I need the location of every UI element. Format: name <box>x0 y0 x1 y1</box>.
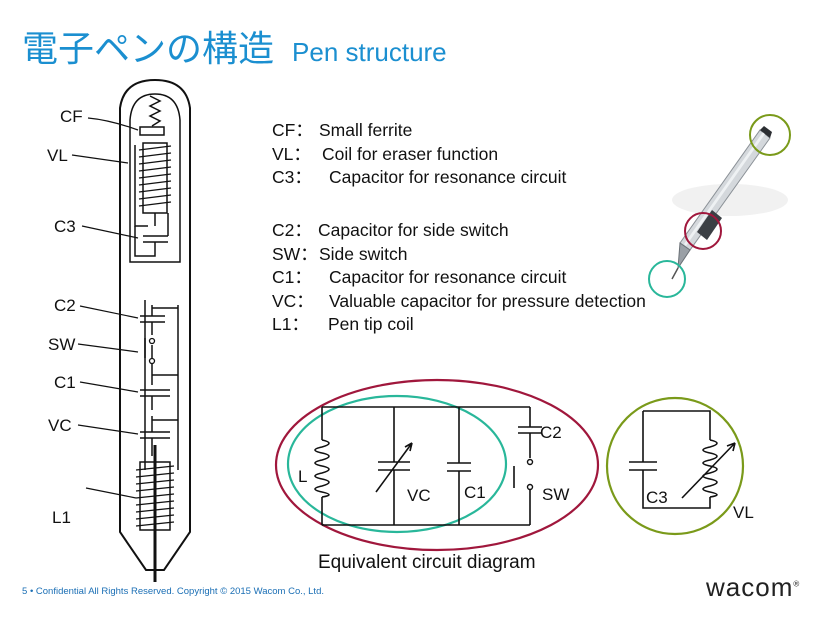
pen-label-vl: VL <box>47 146 68 165</box>
page-number: 5 <box>22 586 28 597</box>
legend-desc: Capacitor for resonance circuit <box>329 167 567 187</box>
stylus-illustration <box>648 114 791 298</box>
legend-key: SW： <box>272 243 318 264</box>
eraser-coil-windings <box>138 145 172 207</box>
legend-desc: Capacitor for resonance circuit <box>329 267 567 287</box>
switch-contact <box>526 483 534 491</box>
legend-desc: Side switch <box>319 243 408 264</box>
legend-row: C2： Capacitor for side switch <box>272 219 646 243</box>
stylus-shadow <box>672 184 788 216</box>
legend-row: VL： Coil for eraser function <box>272 143 566 167</box>
legend-desc: Pen tip coil <box>328 314 414 334</box>
coil-l <box>314 439 330 498</box>
legend-key: CF： <box>272 120 313 140</box>
circuit-label-vl: VL <box>733 503 754 522</box>
legend-desc: Valuable capacitor for pressure detectio… <box>329 290 646 311</box>
stylus-nib <box>671 267 679 280</box>
switch-contact <box>148 357 156 365</box>
leader-lines <box>71 117 139 499</box>
pen-label-c2: C2 <box>54 296 76 315</box>
pen-body-outline <box>119 78 191 571</box>
legend-key: C1： <box>272 267 312 287</box>
eraser-highlight-circle <box>749 114 791 156</box>
pen-label-cf: CF <box>60 107 83 126</box>
switch-contact <box>148 337 156 345</box>
legend-desc: Small ferrite <box>319 120 413 140</box>
vc-capacitor <box>140 416 178 456</box>
pen-label-l1: L1 <box>52 508 71 527</box>
circuit-caption: Equivalent circuit diagram <box>318 552 536 573</box>
c1-capacitor <box>140 364 178 410</box>
c3-capacitor <box>134 226 168 257</box>
legend-row: C1： Capacitor for resonance circuit <box>272 266 646 290</box>
outer-circuit-ellipse <box>274 378 600 552</box>
pen-upper-chamber <box>129 93 181 263</box>
legend-group-1: CF： Small ferrite VL： Coil for eraser func… <box>272 119 566 190</box>
title-english: Pen structure <box>292 37 447 67</box>
stylus-eraser <box>760 126 772 138</box>
lower-wiring <box>144 300 179 470</box>
legend-key: C3： <box>272 167 312 187</box>
wacom-logo: wacom® <box>706 572 800 603</box>
circuit-label-vc: VC <box>407 486 431 505</box>
stylus-highlight <box>684 132 765 246</box>
main-circuit-wires <box>321 406 542 526</box>
pen-label-vc: VC <box>48 416 72 435</box>
pen-label-c3: C3 <box>54 217 76 236</box>
legend-row: C3： Capacitor for resonance circuit <box>272 166 566 190</box>
circuit-label-c1: C1 <box>464 483 486 502</box>
eraser-circuit-circle <box>605 396 745 536</box>
pen-label-sw: SW <box>48 335 75 354</box>
circuit-label-c2: C2 <box>540 423 562 442</box>
ferrite-core <box>139 126 165 136</box>
legend-desc: Capacitor for side switch <box>318 220 509 240</box>
slide-footer: 5 • Confidential All Rights Reserved. Co… <box>22 586 324 597</box>
tip-highlight-circle <box>648 260 686 298</box>
ferrite-spring <box>148 95 162 127</box>
circuit-label-l: L <box>298 467 307 486</box>
circuit-label-c3: C3 <box>646 488 668 507</box>
legend-key: VL： <box>272 143 311 164</box>
legend-row: CF： Small ferrite <box>272 119 566 143</box>
copyright-text: Confidential All Rights Reserved. Copyri… <box>35 586 324 597</box>
pen-label-c1: C1 <box>54 373 76 392</box>
switch-highlight-circle <box>684 212 722 250</box>
legend-desc: Coil for eraser function <box>322 143 499 164</box>
title-japanese: 電子ペンの構造 <box>22 29 275 70</box>
logo-mark: ® <box>793 579 801 589</box>
legend-row: L1： Pen tip coil <box>272 313 646 337</box>
legend-key: L1： <box>272 314 309 334</box>
slide-title: 電子ペンの構造 Pen structure <box>22 20 447 72</box>
legend-row: VC： Valuable capacitor for pressure detec… <box>272 290 646 314</box>
eraser-circuit-wires <box>629 410 736 509</box>
c2-capacitor <box>140 305 178 335</box>
legend-key: VC： <box>272 290 314 311</box>
pen-cross-section <box>71 78 191 582</box>
inner-circuit-ellipse <box>286 394 508 534</box>
side-switch <box>144 338 153 358</box>
legend-row: SW：Side switch <box>272 243 646 267</box>
switch-contact <box>526 458 534 466</box>
legend-group-2: C2： Capacitor for side switch SW：Side swi… <box>272 219 646 337</box>
legend-key: C2： <box>272 220 312 240</box>
footer-bullet: • <box>29 586 36 597</box>
stylus-tip-cone <box>677 242 691 270</box>
logo-text: wacom <box>706 572 794 602</box>
equivalent-circuit: L VC C1 C2 SW C3 VL <box>274 378 754 552</box>
circuit-label-sw: SW <box>542 485 569 504</box>
